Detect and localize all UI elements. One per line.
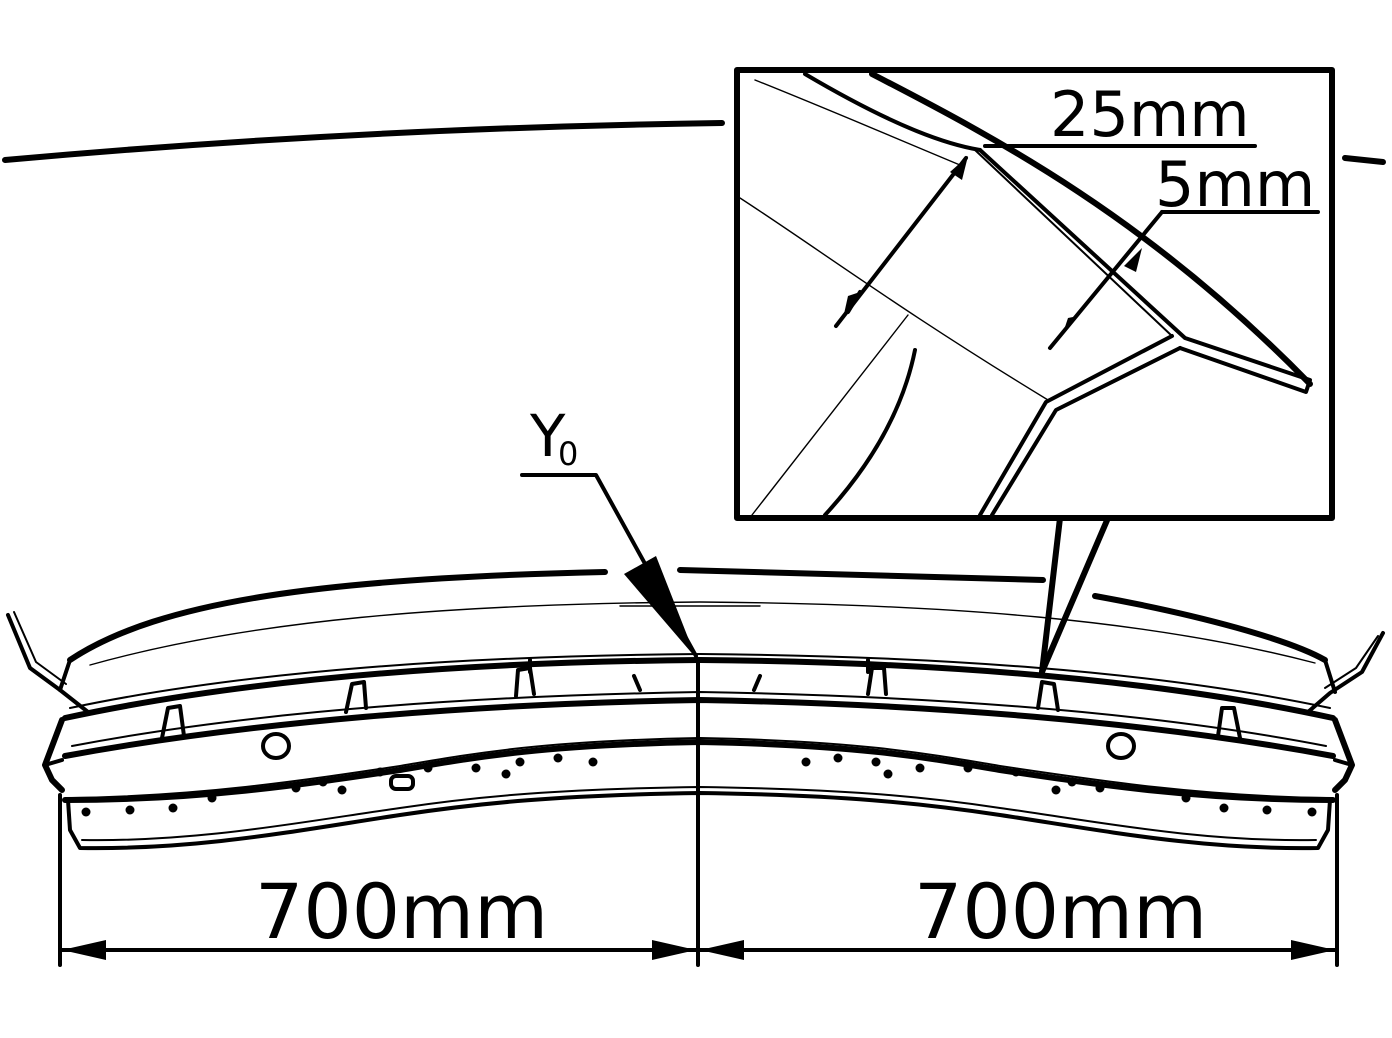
left-side-bracket — [6, 611, 90, 714]
detail-width-label: 25mm — [1050, 78, 1250, 151]
detail-depth-label: 5mm — [1155, 148, 1315, 221]
right-side-bracket — [1306, 631, 1385, 714]
bumper-dots — [81, 753, 1317, 817]
span-dimension-lines — [58, 793, 1339, 967]
detail-callout — [734, 67, 1335, 675]
mounting-clips — [160, 666, 1242, 740]
datum-subscript: 0 — [558, 435, 578, 473]
roof-edge-line — [2, 120, 1386, 165]
right-span-label: 700mm — [914, 867, 1207, 956]
datum-leader — [520, 473, 698, 658]
left-span-label: 700mm — [255, 867, 548, 956]
datum-label: Y — [529, 402, 566, 470]
upper-panel-outline — [67, 567, 1328, 666]
